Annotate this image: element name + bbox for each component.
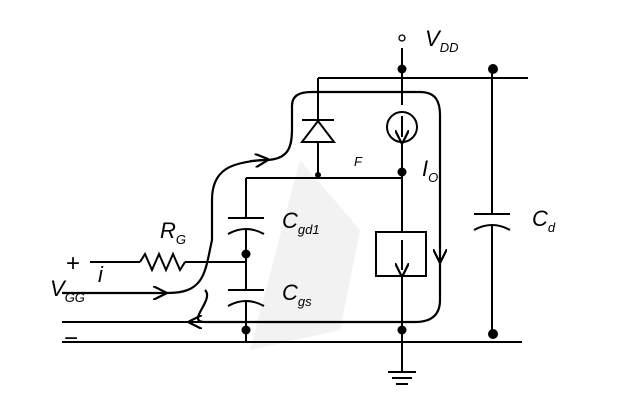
cgd1-label: Cgd1	[282, 208, 320, 237]
minus-sign: −	[64, 325, 78, 352]
current-loop-path	[62, 90, 442, 324]
cd-capacitor	[473, 70, 511, 334]
node-f-label: F	[354, 154, 363, 169]
io-label: IO	[422, 156, 438, 185]
i-label: i	[98, 262, 104, 287]
cgd1-capacitor	[227, 217, 265, 290]
junction-dots	[241, 64, 498, 339]
vdd-label: VDD	[425, 26, 458, 55]
ground-symbol	[388, 371, 416, 385]
current-arrows	[148, 160, 440, 322]
plus-sign: +	[66, 250, 80, 277]
gate-resistor	[90, 251, 246, 273]
background-watermark	[250, 160, 360, 350]
cd-label: Cd	[532, 206, 556, 235]
node-f-wire	[245, 177, 402, 218]
cgs-label: Cgs	[282, 280, 312, 309]
vgg-label: VGG	[50, 276, 85, 305]
rg-label: RG	[160, 218, 186, 247]
